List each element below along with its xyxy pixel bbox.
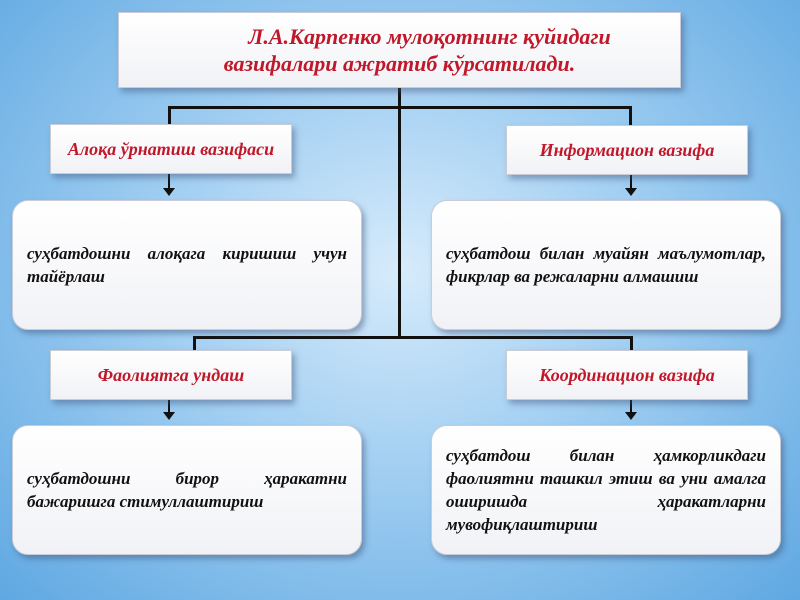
connector-trunk <box>398 88 401 338</box>
label-text: Алоқа ўрнатиш вазифаси <box>67 138 275 159</box>
title-line-2: вазифалари ажратиб кўрсатилади. <box>223 51 576 76</box>
connector-mid-bar <box>193 336 633 339</box>
arrow-head-1 <box>163 188 175 196</box>
label-text: Информацион вазифа <box>539 139 715 160</box>
arrow-stem-2 <box>630 174 632 190</box>
label-text: Фаолиятга ундаш <box>97 364 245 385</box>
connector-mid-right-drop <box>630 336 633 352</box>
arrow-head-3 <box>163 412 175 420</box>
connector-top-right-drop <box>629 106 632 126</box>
arrow-head-2 <box>625 188 637 196</box>
description-information: суҳбатдош билан муайян маълумотлар, фикр… <box>431 200 781 330</box>
description-activity: суҳбатдошни бирор ҳаракатни бажаришга ст… <box>12 425 362 555</box>
description-contact: суҳбатдошни алоқага киришиш учун тайёрла… <box>12 200 362 330</box>
connector-top-left-drop <box>168 106 171 126</box>
label-text: Координацион вазифа <box>539 364 715 385</box>
arrow-stem-1 <box>168 174 170 190</box>
arrow-stem-3 <box>168 400 170 414</box>
description-coordination: суҳбатдош билан ҳамкорликдаги фаолиятни … <box>431 425 781 555</box>
label-contact-function: Алоқа ўрнатиш вазифаси <box>50 124 292 174</box>
diagram-title: Л.А.Карпенко мулоқотнинг қуйидаги вазифа… <box>118 12 681 88</box>
arrow-stem-4 <box>630 400 632 414</box>
arrow-head-4 <box>625 412 637 420</box>
title-line-1: Л.А.Карпенко мулоқотнинг қуйидаги <box>248 24 611 49</box>
label-coordination-function: Координацион вазифа <box>506 350 748 400</box>
label-activity-function: Фаолиятга ундаш <box>50 350 292 400</box>
connector-mid-left-drop <box>193 336 196 352</box>
connector-top-bar <box>168 106 632 109</box>
label-information-function: Информацион вазифа <box>506 125 748 175</box>
